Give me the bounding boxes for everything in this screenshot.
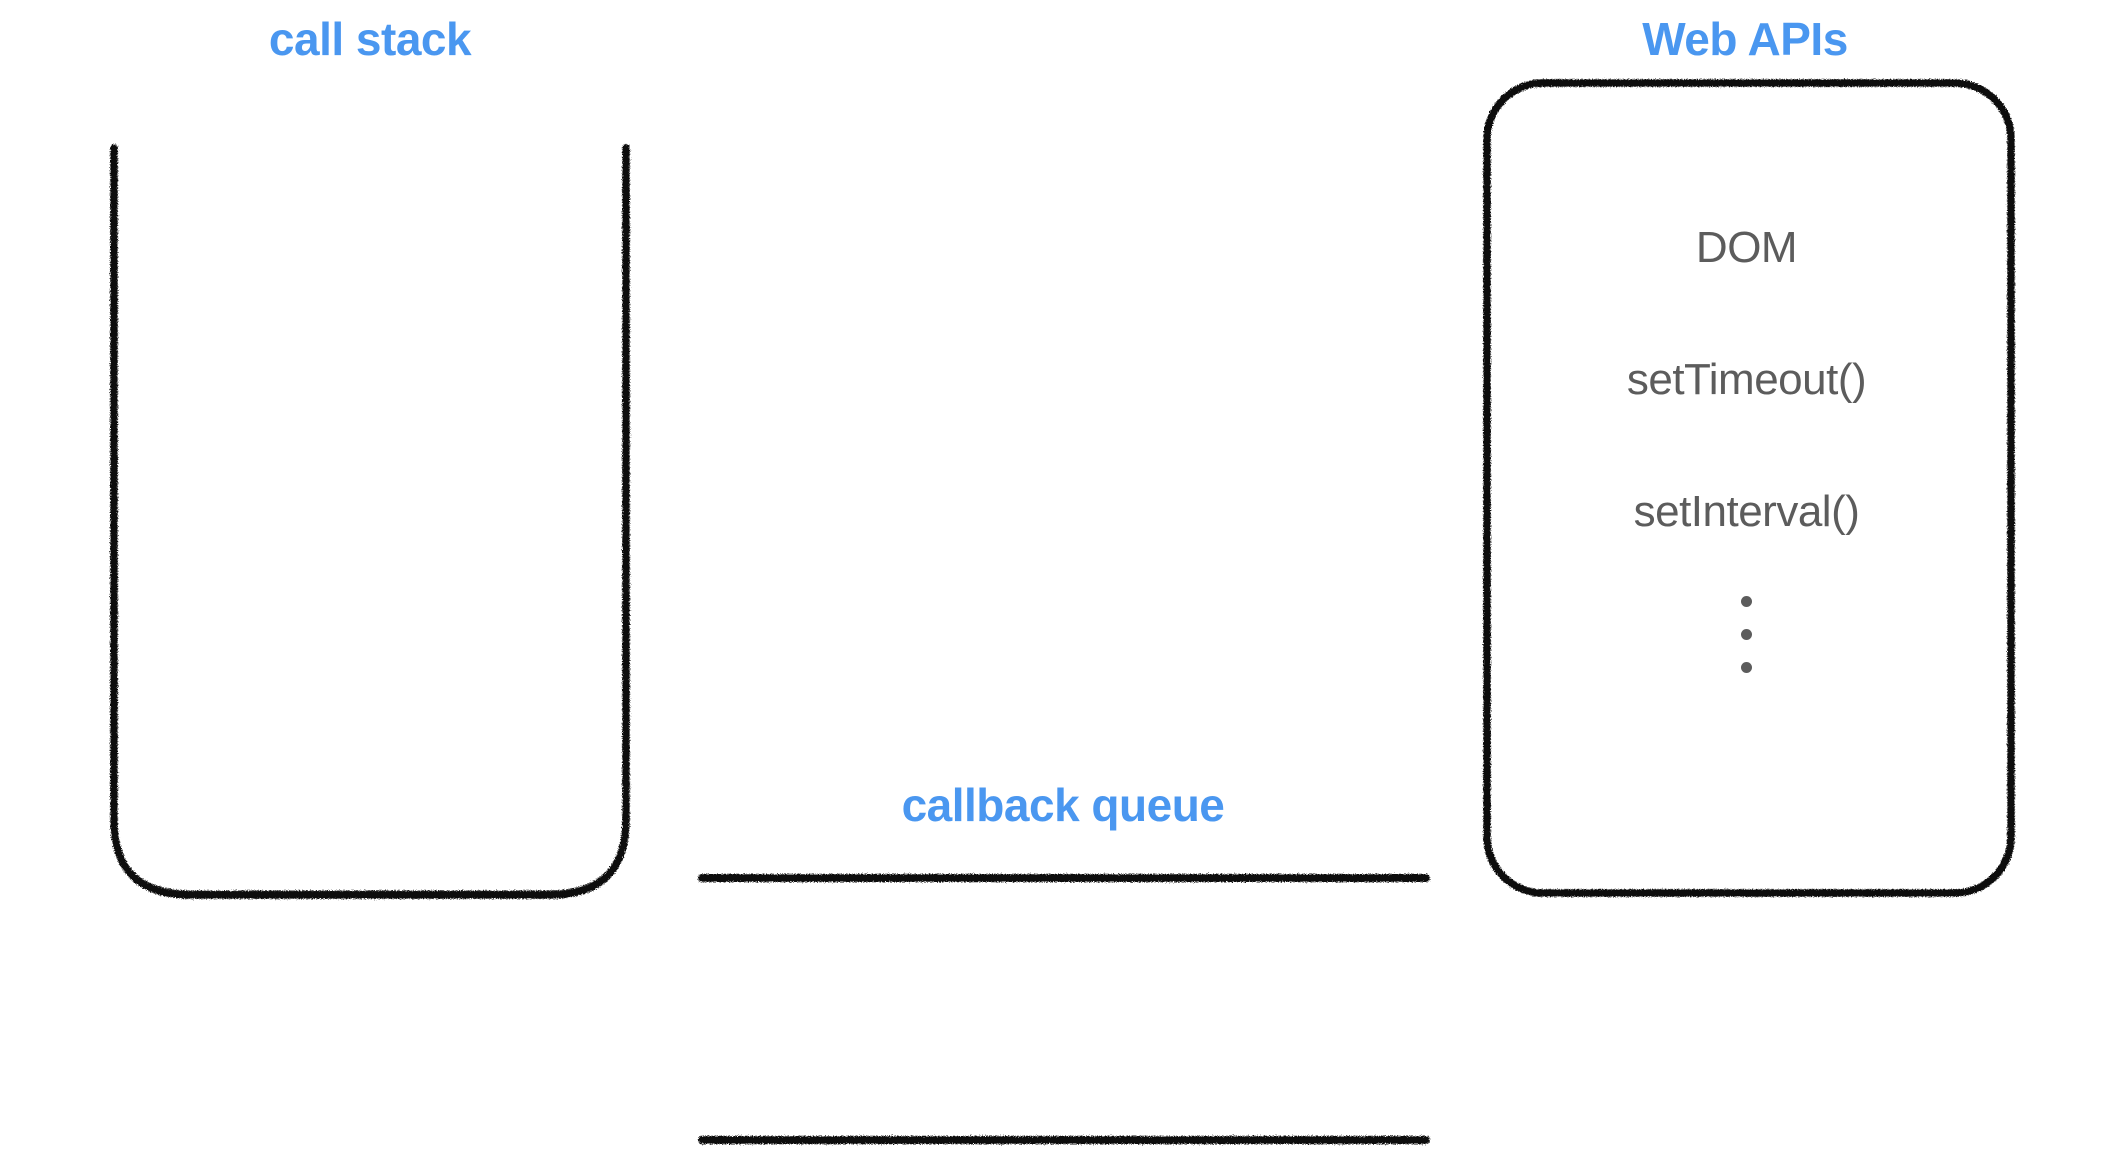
callback-queue-lines-icon <box>698 874 1430 1144</box>
web-apis-label: Web APIs <box>1642 13 1848 65</box>
call-stack-container <box>80 120 660 920</box>
web-apis-container <box>1455 55 2045 925</box>
web-apis-outline-icon <box>1483 79 2015 897</box>
callback-queue-label: callback queue <box>901 779 1225 831</box>
call-stack-label: call stack <box>268 13 472 65</box>
call-stack-outline-icon <box>110 144 630 899</box>
callback-queue-container <box>660 830 1480 1170</box>
